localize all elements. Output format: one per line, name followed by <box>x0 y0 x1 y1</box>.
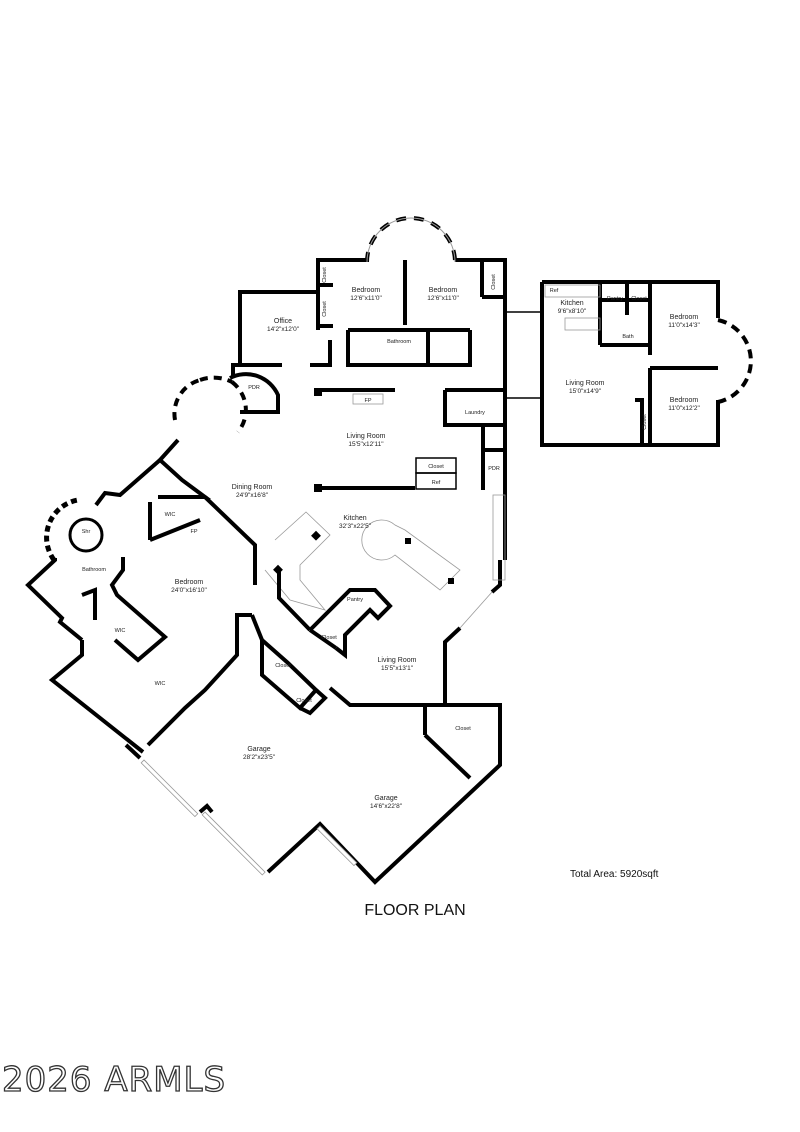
guest-house-walls <box>540 280 753 447</box>
shower-label: Shr <box>82 529 91 535</box>
room-office-dim: 14'2"x12'0" <box>267 326 300 333</box>
room-living1-dim: 15'5"x12'11" <box>348 441 384 448</box>
room-bedroom2-name: Bedroom <box>429 287 458 294</box>
room-wic: WIC <box>165 512 176 518</box>
room-kitchen-dim: 32'3"x22'5" <box>339 523 372 530</box>
total-area: Total Area: 5920sqft <box>570 869 659 880</box>
room-pantry: Pantry <box>607 296 623 302</box>
room-closet: Closet <box>275 663 291 669</box>
room-bedroom1-dim: 12'6"x11'0" <box>350 295 382 302</box>
room-garage1-name: Garage <box>247 746 270 753</box>
room-labels: Office 14'2"x12'0" Bedroom 12'6"x11'0" B… <box>82 267 701 810</box>
room-kitchen-name: Kitchen <box>343 515 366 522</box>
room-closet: Closet <box>322 301 328 317</box>
room-pdr: PDR <box>488 466 500 472</box>
room-office-name: Office <box>274 318 292 325</box>
room-closet: Closet <box>321 635 337 641</box>
room-bathroom: Bathroom <box>387 339 411 345</box>
room-closet: Closet <box>322 267 328 283</box>
refrigerator-label: Ref <box>432 480 441 486</box>
room-living2-dim: 15'5"x13'1" <box>381 665 414 672</box>
room-guest-bedroom1-dim: 11'0"x14'3" <box>668 322 700 329</box>
refrigerator-label: Ref <box>550 288 559 294</box>
room-garage1-dim: 28'2"x23'5" <box>243 754 276 761</box>
floor-plan-title: FLOOR PLAN <box>364 902 466 919</box>
room-closet: Closet <box>642 414 648 430</box>
room-wic: WIC <box>155 681 166 687</box>
room-dining-dim: 24'9"x16'8" <box>236 492 269 499</box>
room-pdr: PDR <box>248 385 260 391</box>
room-closet: Closet <box>455 726 471 732</box>
room-bedroom1-name: Bedroom <box>352 287 381 294</box>
room-wic: WIC <box>115 628 126 634</box>
room-living1-name: Living Room <box>347 433 386 440</box>
room-master-bedroom-name: Bedroom <box>175 579 204 586</box>
room-closet: Closet <box>296 698 312 704</box>
room-guest-bedroom2-dim: 11'0"x12'2" <box>668 405 700 412</box>
room-garage2-dim: 14'6"x22'8" <box>370 803 403 810</box>
room-master-bedroom-dim: 24'0"x16'10" <box>171 587 207 594</box>
room-closet: Closet <box>491 274 497 290</box>
room-closet: Closet <box>428 464 444 470</box>
room-bedroom2-dim: 12'6"x11'0" <box>427 295 459 302</box>
room-laundry: Laundry <box>465 410 485 416</box>
room-guest-kitchen-dim: 9'6"x8'10" <box>558 308 587 315</box>
room-guest-living-dim: 15'0"x14'9" <box>569 388 602 395</box>
room-pantry: Pantry <box>347 597 363 603</box>
room-dining-name: Dining Room <box>232 484 273 491</box>
watermark: 2026 ARMLS <box>1 1059 227 1100</box>
fireplace-label: FP <box>364 398 371 404</box>
room-guest-bedroom1-name: Bedroom <box>670 314 699 321</box>
room-guest-living-name: Living Room <box>566 380 605 387</box>
fireplace-label: FP <box>190 529 197 535</box>
room-bathroom: Bathroom <box>82 567 106 573</box>
main-house-walls <box>25 216 507 885</box>
room-closet: Closet <box>631 296 647 302</box>
page-title: FLOOR PLAN <box>0 902 800 920</box>
room-garage2-name: Garage <box>374 795 397 802</box>
room-living2-name: Living Room <box>378 657 417 664</box>
room-guest-bedroom2-name: Bedroom <box>670 397 699 404</box>
room-guest-kitchen-name: Kitchen <box>560 300 583 307</box>
room-bath: Bath <box>622 334 633 340</box>
